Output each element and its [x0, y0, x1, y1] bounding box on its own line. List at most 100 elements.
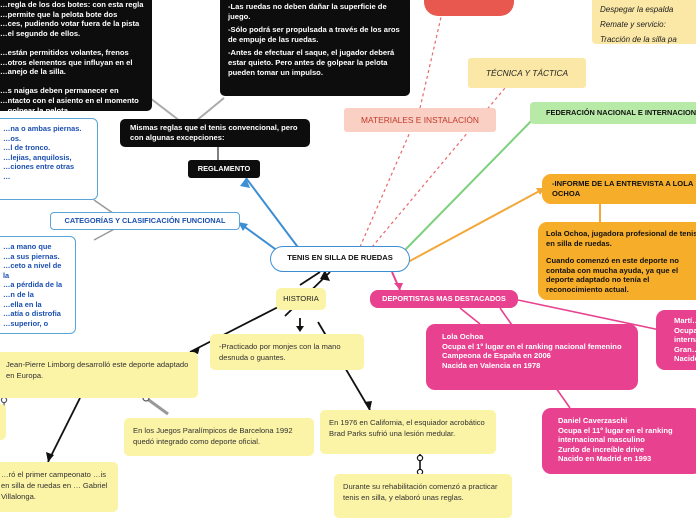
rule-left-line-3: …el segundo de ellos.: [0, 28, 81, 38]
cat-top-line-2: …l de tronco.: [3, 143, 51, 153]
historia-rehab-text: Durante su rehabilitación comenzó a prac…: [343, 482, 498, 502]
connector-dot-left: [0, 396, 8, 404]
martin-line-0: Martí…: [674, 316, 696, 325]
martin-line-2: interna…: [674, 335, 696, 345]
historia-monjes: -Practicado por monjes con la mano desnu…: [210, 334, 364, 370]
historia-barcelona-text: En los Juegos Paralímpicos de Barcelona …: [133, 426, 293, 446]
edge-deportistas-lola: [459, 307, 481, 325]
informe-para-2: Cuando comenzó en este deporte no contab…: [546, 256, 679, 294]
informe-title: -INFORME DE LA ENTREVISTA A LOLA OCHOA: [552, 179, 694, 198]
edge-central-informe: [407, 187, 546, 263]
tecnica-item-3: Tracción de la silla pa: [600, 35, 677, 44]
reglamento-node[interactable]: REGLAMENTO: [188, 160, 260, 178]
cat-top-line-1: …os.: [3, 133, 22, 143]
deportista-daniel: Daniel Caverzaschi Ocupa el 11º lugar en…: [542, 408, 696, 474]
deportista-martin: Martí… Ocupa… interna… Gran… Nacido…: [656, 310, 696, 370]
central-title: TENIS EN SILLA DE RUEDAS: [287, 253, 393, 262]
arrowhead-campeonato: [46, 452, 54, 462]
cat-bottom-line: …a mano que…a sus piernas.…ceto a nivel …: [3, 242, 68, 328]
categorias-title: CATEGORÍAS Y CLASIFICACIÓN FUNCIONAL: [64, 216, 226, 225]
tecnica-list: Despegar la espalda Remate y servicio: T…: [592, 0, 696, 44]
cat-top-line-5: …: [3, 171, 11, 181]
lola-line-1: Ocupa el 1º lugar en el ranking nacional…: [442, 341, 622, 351]
edge-limborg-campeonato: [47, 397, 81, 463]
categorias-node[interactable]: CATEGORÍAS Y CLASIFICACIÓN FUNCIONAL: [50, 212, 240, 230]
informe-text: Lola Ochoa, jugadora profesional de teni…: [538, 222, 696, 300]
lola-name: Lola Ochoa: [442, 332, 484, 341]
historia-limborg-text: Jean-Pierre Limborg desarrolló este depo…: [6, 360, 189, 380]
daniel-name: Daniel Caverzaschi: [558, 416, 628, 425]
historia-node[interactable]: HISTORIA: [276, 288, 326, 310]
deportistas-node[interactable]: DEPORTISTAS MAS DESTACADOS: [370, 290, 518, 308]
reglamento-rule-right: -Las ruedas no deben dañar la superficie…: [220, 0, 410, 96]
rule-left-line-11: …golpear la pelota.: [0, 105, 71, 115]
cat-bottom-line-0: …a mano que: [3, 242, 52, 251]
reglamento-title: REGLAMENTO: [197, 164, 251, 173]
federacion-node[interactable]: FEDERACIÓN NACIONAL E INTERNACIONAL: [530, 102, 696, 124]
arrowhead-deportistas: [394, 283, 403, 290]
arrowhead-central-historia: [320, 270, 330, 281]
arrowhead-reglamento: [240, 178, 250, 188]
edge-deportistas-martin: [517, 299, 661, 331]
tecnica-item-2: Remate y servicio:: [600, 20, 666, 29]
informe-node[interactable]: -INFORME DE LA ENTREVISTA A LOLA OCHOA: [542, 174, 696, 204]
historia-parks: En 1976 en California, el esquiador acro…: [320, 410, 496, 454]
rule-left-line-0: …regla de los dos botes: con esta regla: [0, 0, 144, 9]
rule-right-1: -Las ruedas no deben dañar la superficie…: [228, 2, 387, 21]
historia-title: HISTORIA: [283, 294, 319, 303]
arrowhead-categorias: [238, 222, 248, 231]
cat-top-line-3: …lejias, anquilosis,: [3, 152, 72, 162]
rule-left-line-9: …s naigas deben permanecer en: [0, 86, 119, 96]
cat-bottom-line-4: …n de la: [3, 289, 34, 299]
edge-intro-left: [149, 97, 181, 122]
historia-rehab: Durante su rehabilitación comenzó a prac…: [334, 474, 512, 518]
cat-bottom-line-6: …atía o distrofia: [3, 309, 61, 319]
daniel-line-3: Nacido en Madrid en 1993: [558, 454, 652, 464]
historia-monjes-text: -Practicado por monjes con la mano desnu…: [219, 342, 341, 362]
historia-campeonato: …ró el primer campeonato …is en silla de…: [0, 462, 118, 512]
cat-bottom-line-2: …ceto a nivel de la: [3, 261, 62, 280]
materiales-top-shape: [424, 0, 514, 16]
lola-line-3: Nacida en Valencia en 1978: [442, 360, 541, 370]
edge-central-materiales: [359, 131, 411, 248]
cat-top-line-0: …na o ambas piernas.: [3, 124, 82, 133]
rule-left-text: …regla de los dos botes: con esta regla……: [0, 0, 144, 115]
edge-historia-limborg: [189, 304, 283, 353]
historia-left-stub: [0, 404, 6, 440]
deportista-lola: Lola Ochoa Ocupa el 1º lugar en el ranki…: [426, 324, 638, 390]
cat-top-line-4: …ciones entre otras: [3, 162, 75, 172]
cat-bottom-line-1: …a sus piernas.: [3, 251, 60, 261]
informe-para-1: Lola Ochoa, jugadora profesional de teni…: [546, 229, 696, 248]
cat-bottom-line-3: …a pérdida de la: [3, 280, 63, 290]
edge-intro-right: [195, 97, 225, 122]
edge-limborg-barcelona: [145, 396, 169, 416]
edge-central-reglamento: [245, 177, 301, 251]
historia-limborg: Jean-Pierre Limborg desarrolló este depo…: [0, 352, 198, 398]
rule-left-line-2: …ces, pudiendo votar fuera de la pista: [0, 19, 140, 29]
cat-bottom-line-5: …ella en la: [3, 299, 42, 309]
rule-left-line-7: …anejo de la silla.: [0, 67, 66, 77]
deportistas-title: DEPORTISTAS MAS DESTACADOS: [382, 294, 506, 303]
martin-line-4: Nacido…: [674, 354, 696, 364]
historia-barcelona: En los Juegos Paralímpicos de Barcelona …: [124, 418, 314, 456]
federacion-title: FEDERACIÓN NACIONAL E INTERNACIONAL: [546, 108, 696, 117]
edge-materiales-top: [419, 0, 446, 109]
rule-left-line-10: …ntacto con el asiento en el momento: [0, 95, 139, 105]
materiales-node[interactable]: MATERIALES E INSTALACIÓN: [344, 108, 496, 132]
martin-line-1: Ocupa…: [674, 325, 696, 335]
tecnica-title: TÉCNICA Y TÁCTICA: [485, 68, 569, 78]
historia-parks-text: En 1976 en California, el esquiador acro…: [329, 418, 485, 438]
central-topic[interactable]: TENIS EN SILLA DE RUEDAS: [270, 246, 410, 272]
rule-right-3: -Antes de efectuar el saque, el jugador …: [228, 48, 395, 77]
reglamento-intro: Mismas reglas que el tenis convencional,…: [120, 119, 310, 147]
tecnica-node[interactable]: TÉCNICA Y TÁCTICA: [468, 58, 586, 88]
reglamento-rule-left: …regla de los dos botes: con esta regla……: [0, 0, 152, 115]
edge-central-historia: [299, 271, 321, 286]
historia-campeonato-text: …ró el primer campeonato …is en silla de…: [1, 470, 108, 501]
arrowhead-parks: [364, 401, 372, 410]
rule-left-line-6: …otros elementos que influyan en el: [0, 57, 133, 67]
rule-left-line-1: …permite que la pelota bote dos: [0, 9, 118, 19]
martin-line-3: Gran…: [674, 344, 696, 354]
cat-bottom-line-7: …superior, o: [3, 318, 49, 328]
tecnica-item-1: Despegar la espalda: [600, 5, 674, 14]
